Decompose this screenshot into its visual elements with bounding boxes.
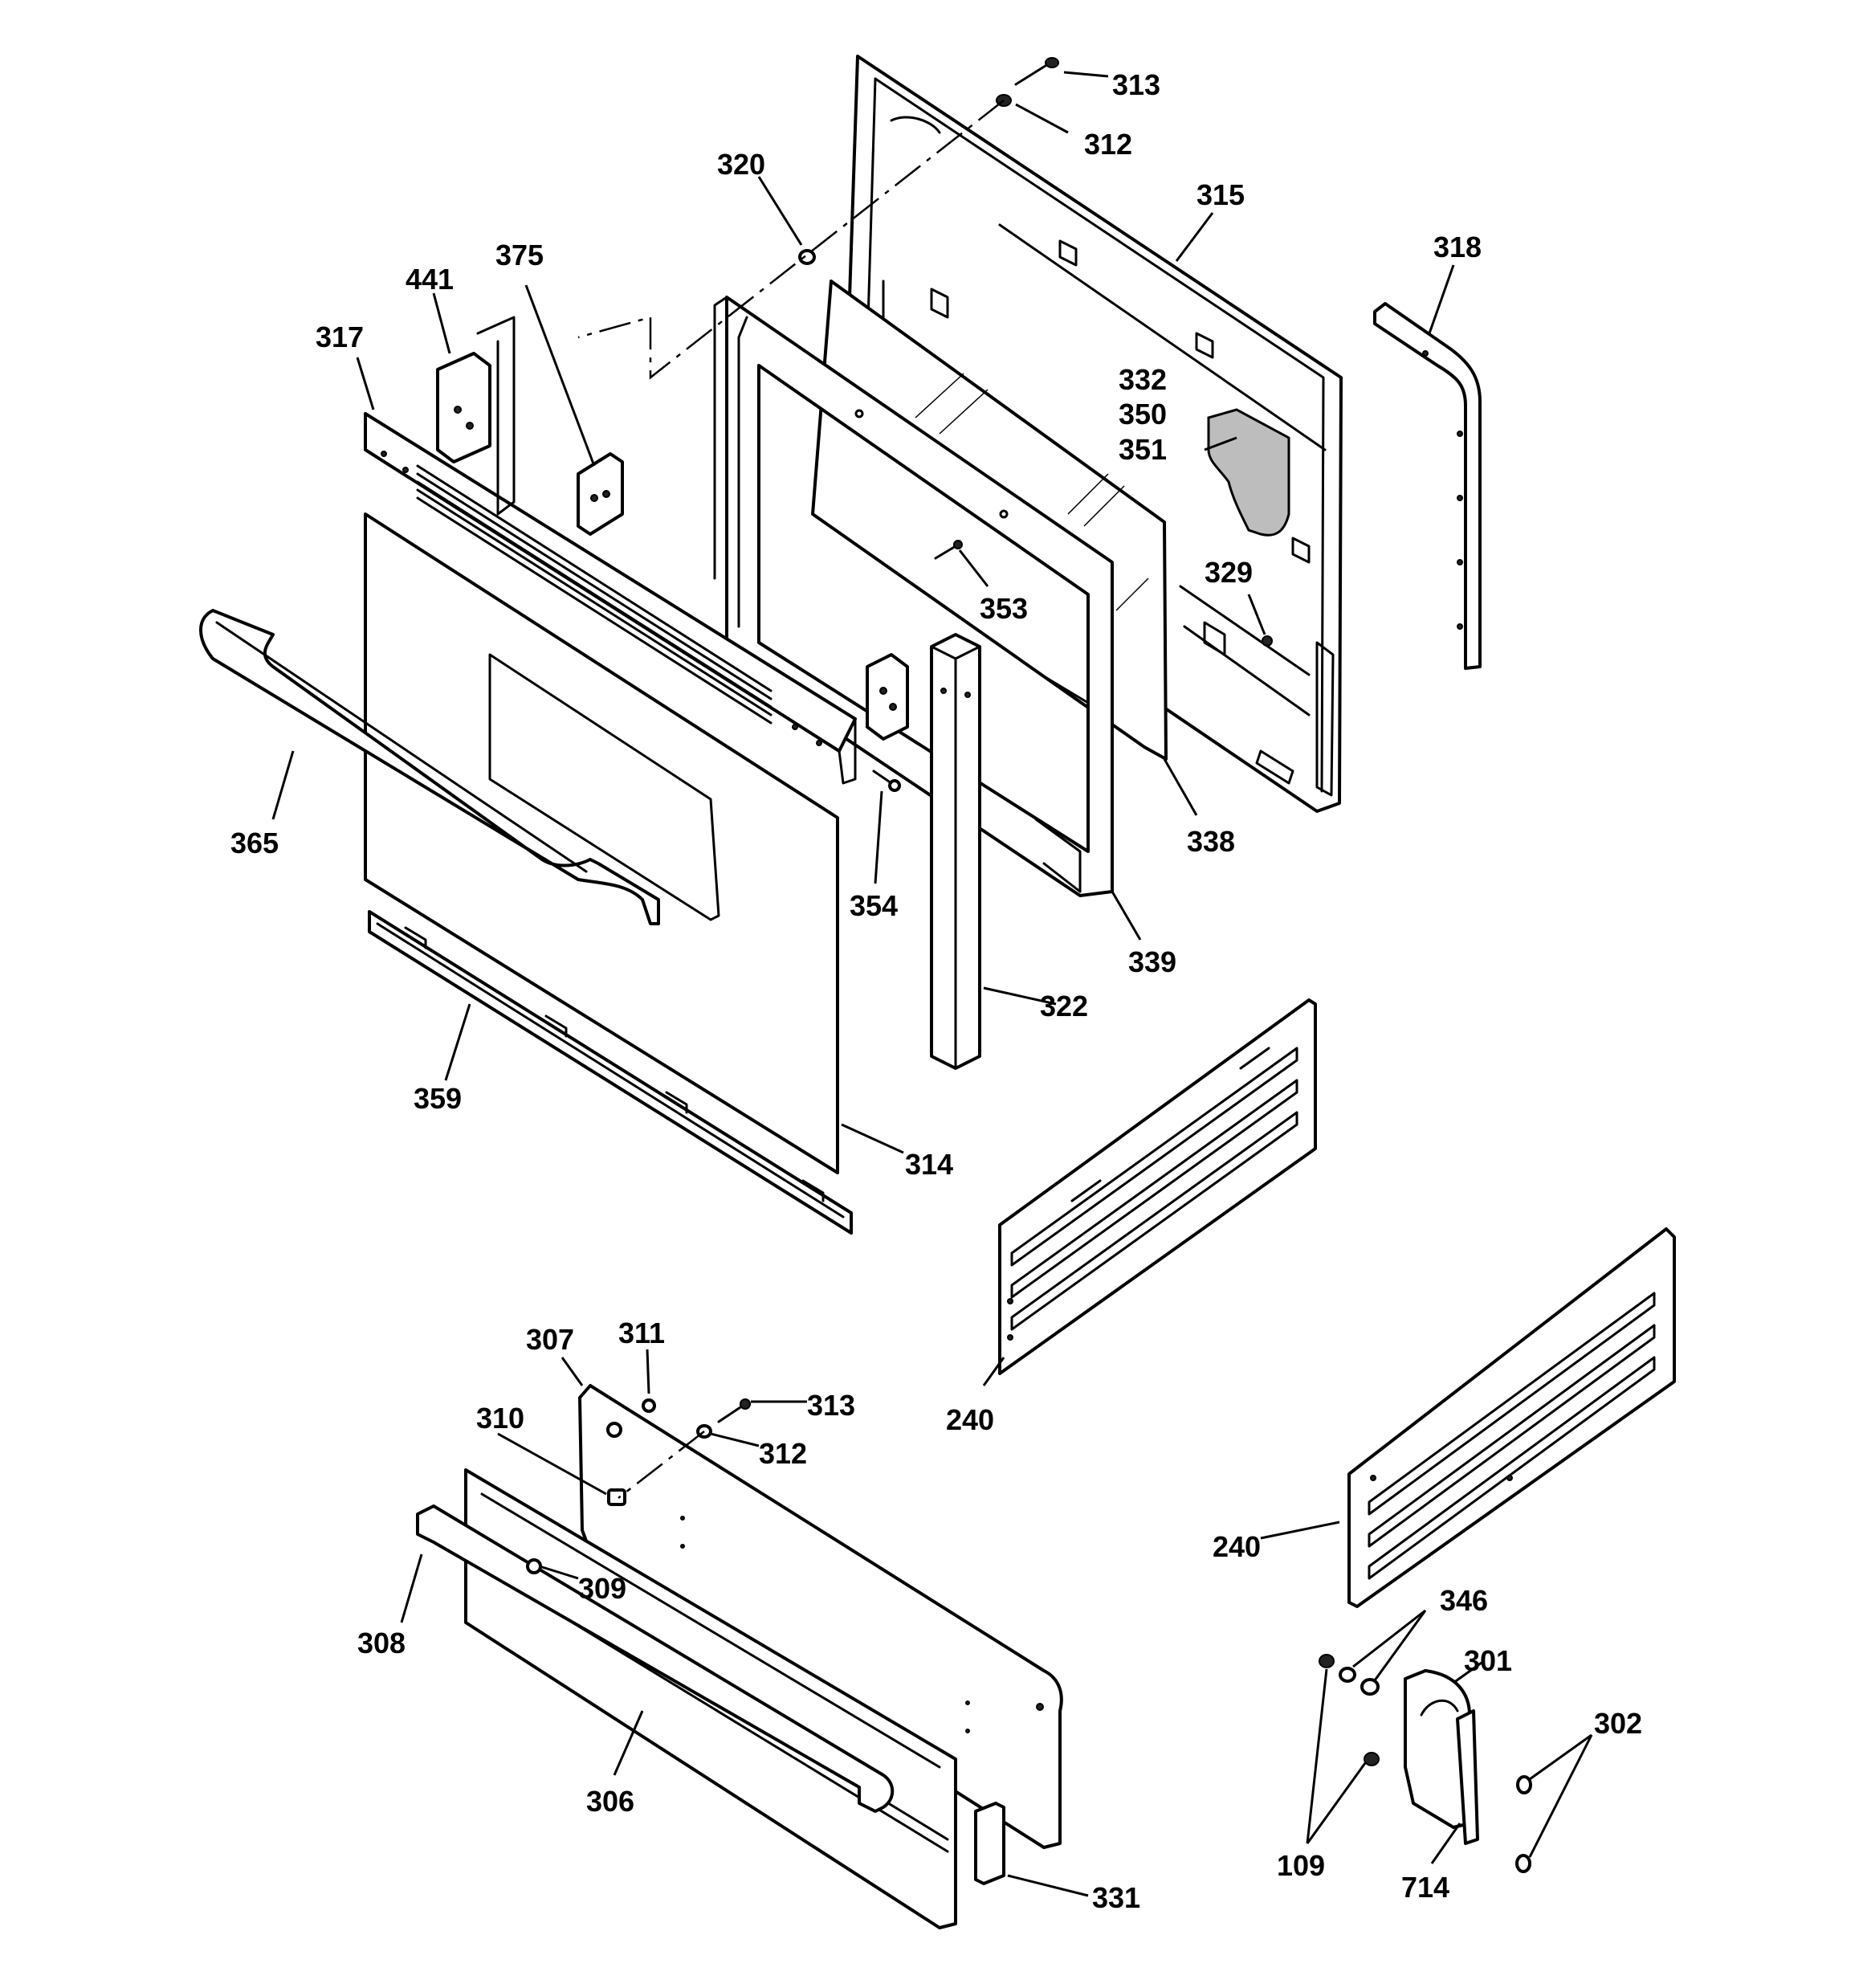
label-313-lower: 313 [807, 1389, 855, 1422]
leader-lines [271, 71, 1593, 1897]
part-315-door-liner [842, 55, 1343, 813]
label-354: 354 [850, 889, 898, 922]
label-339: 339 [1128, 945, 1176, 978]
label-346: 346 [1440, 1584, 1488, 1617]
part-door-hinge-bracket [866, 653, 909, 741]
label-310: 310 [476, 1402, 524, 1435]
label-301: 301 [1464, 1644, 1512, 1677]
label-353: 353 [980, 592, 1028, 625]
label-307: 307 [526, 1323, 574, 1356]
part-331-slide-bracket [974, 1802, 1005, 1885]
part-339-inner-door-frame [713, 296, 1114, 897]
part-317-vent-trim [364, 412, 857, 785]
part-359-bottom-channel [368, 910, 853, 1235]
label-714: 714 [1401, 1871, 1449, 1904]
label-109: 109 [1277, 1849, 1325, 1882]
label-309: 309 [578, 1572, 626, 1605]
label-317: 317 [316, 320, 364, 353]
label-365: 365 [230, 827, 279, 859]
part-240-side-panel-lower [1347, 1227, 1676, 1608]
part-318-door-trim [1373, 302, 1482, 670]
label-350: 350 [1119, 398, 1167, 431]
label-240-lower: 240 [1213, 1530, 1261, 1563]
part-375-hinge-bracket [577, 452, 624, 536]
label-308: 308 [357, 1627, 406, 1659]
assembly-line-upper [577, 100, 1005, 380]
part-329-screw [1262, 635, 1273, 647]
part-354-screw [872, 769, 901, 792]
label-306: 306 [586, 1785, 634, 1818]
part-109-nut [1319, 1654, 1380, 1766]
part-441-hinge-bracket [436, 316, 516, 516]
part-301-slide [1404, 1669, 1471, 1829]
label-329: 329 [1205, 556, 1253, 589]
label-338: 338 [1187, 825, 1235, 858]
part-322-side-channel [930, 633, 981, 1070]
part-labels: 313 312 320 315 318 441 375 317 332 350 … [230, 68, 1642, 1914]
label-322: 322 [1040, 990, 1088, 1023]
part-314-outer-door-panel [364, 512, 839, 1174]
assembly-line-drawer [618, 1431, 705, 1499]
label-351: 351 [1119, 433, 1167, 466]
label-375: 375 [495, 239, 544, 271]
label-311: 311 [618, 1316, 665, 1349]
label-302: 302 [1594, 1707, 1642, 1740]
part-714-slide-rail [1456, 1709, 1479, 1845]
part-365-door-handle [199, 609, 660, 925]
label-312: 312 [1084, 128, 1132, 161]
label-312-lower: 312 [759, 1437, 807, 1470]
part-308-drawer-handle [416, 1504, 895, 1813]
label-332: 332 [1119, 363, 1167, 396]
label-331: 331 [1092, 1881, 1140, 1914]
label-441: 441 [406, 263, 454, 296]
label-318: 318 [1433, 231, 1482, 263]
part-346-washer [1339, 1667, 1380, 1696]
label-320: 320 [717, 148, 765, 181]
part-310-clip [607, 1488, 626, 1506]
label-359: 359 [414, 1082, 462, 1115]
part-313-screw [1014, 57, 1059, 86]
part-311-nut [642, 1398, 656, 1413]
label-240-upper: 240 [946, 1403, 994, 1436]
label-315: 315 [1196, 178, 1245, 211]
label-314: 314 [905, 1148, 953, 1181]
part-353-screw [934, 540, 963, 560]
part-240-side-panel-upper [998, 998, 1317, 1375]
part-320-spacer [798, 249, 816, 265]
part-302-screw [1515, 1775, 1532, 1873]
part-313-screw-lower [717, 1398, 751, 1423]
label-313: 313 [1112, 68, 1160, 101]
